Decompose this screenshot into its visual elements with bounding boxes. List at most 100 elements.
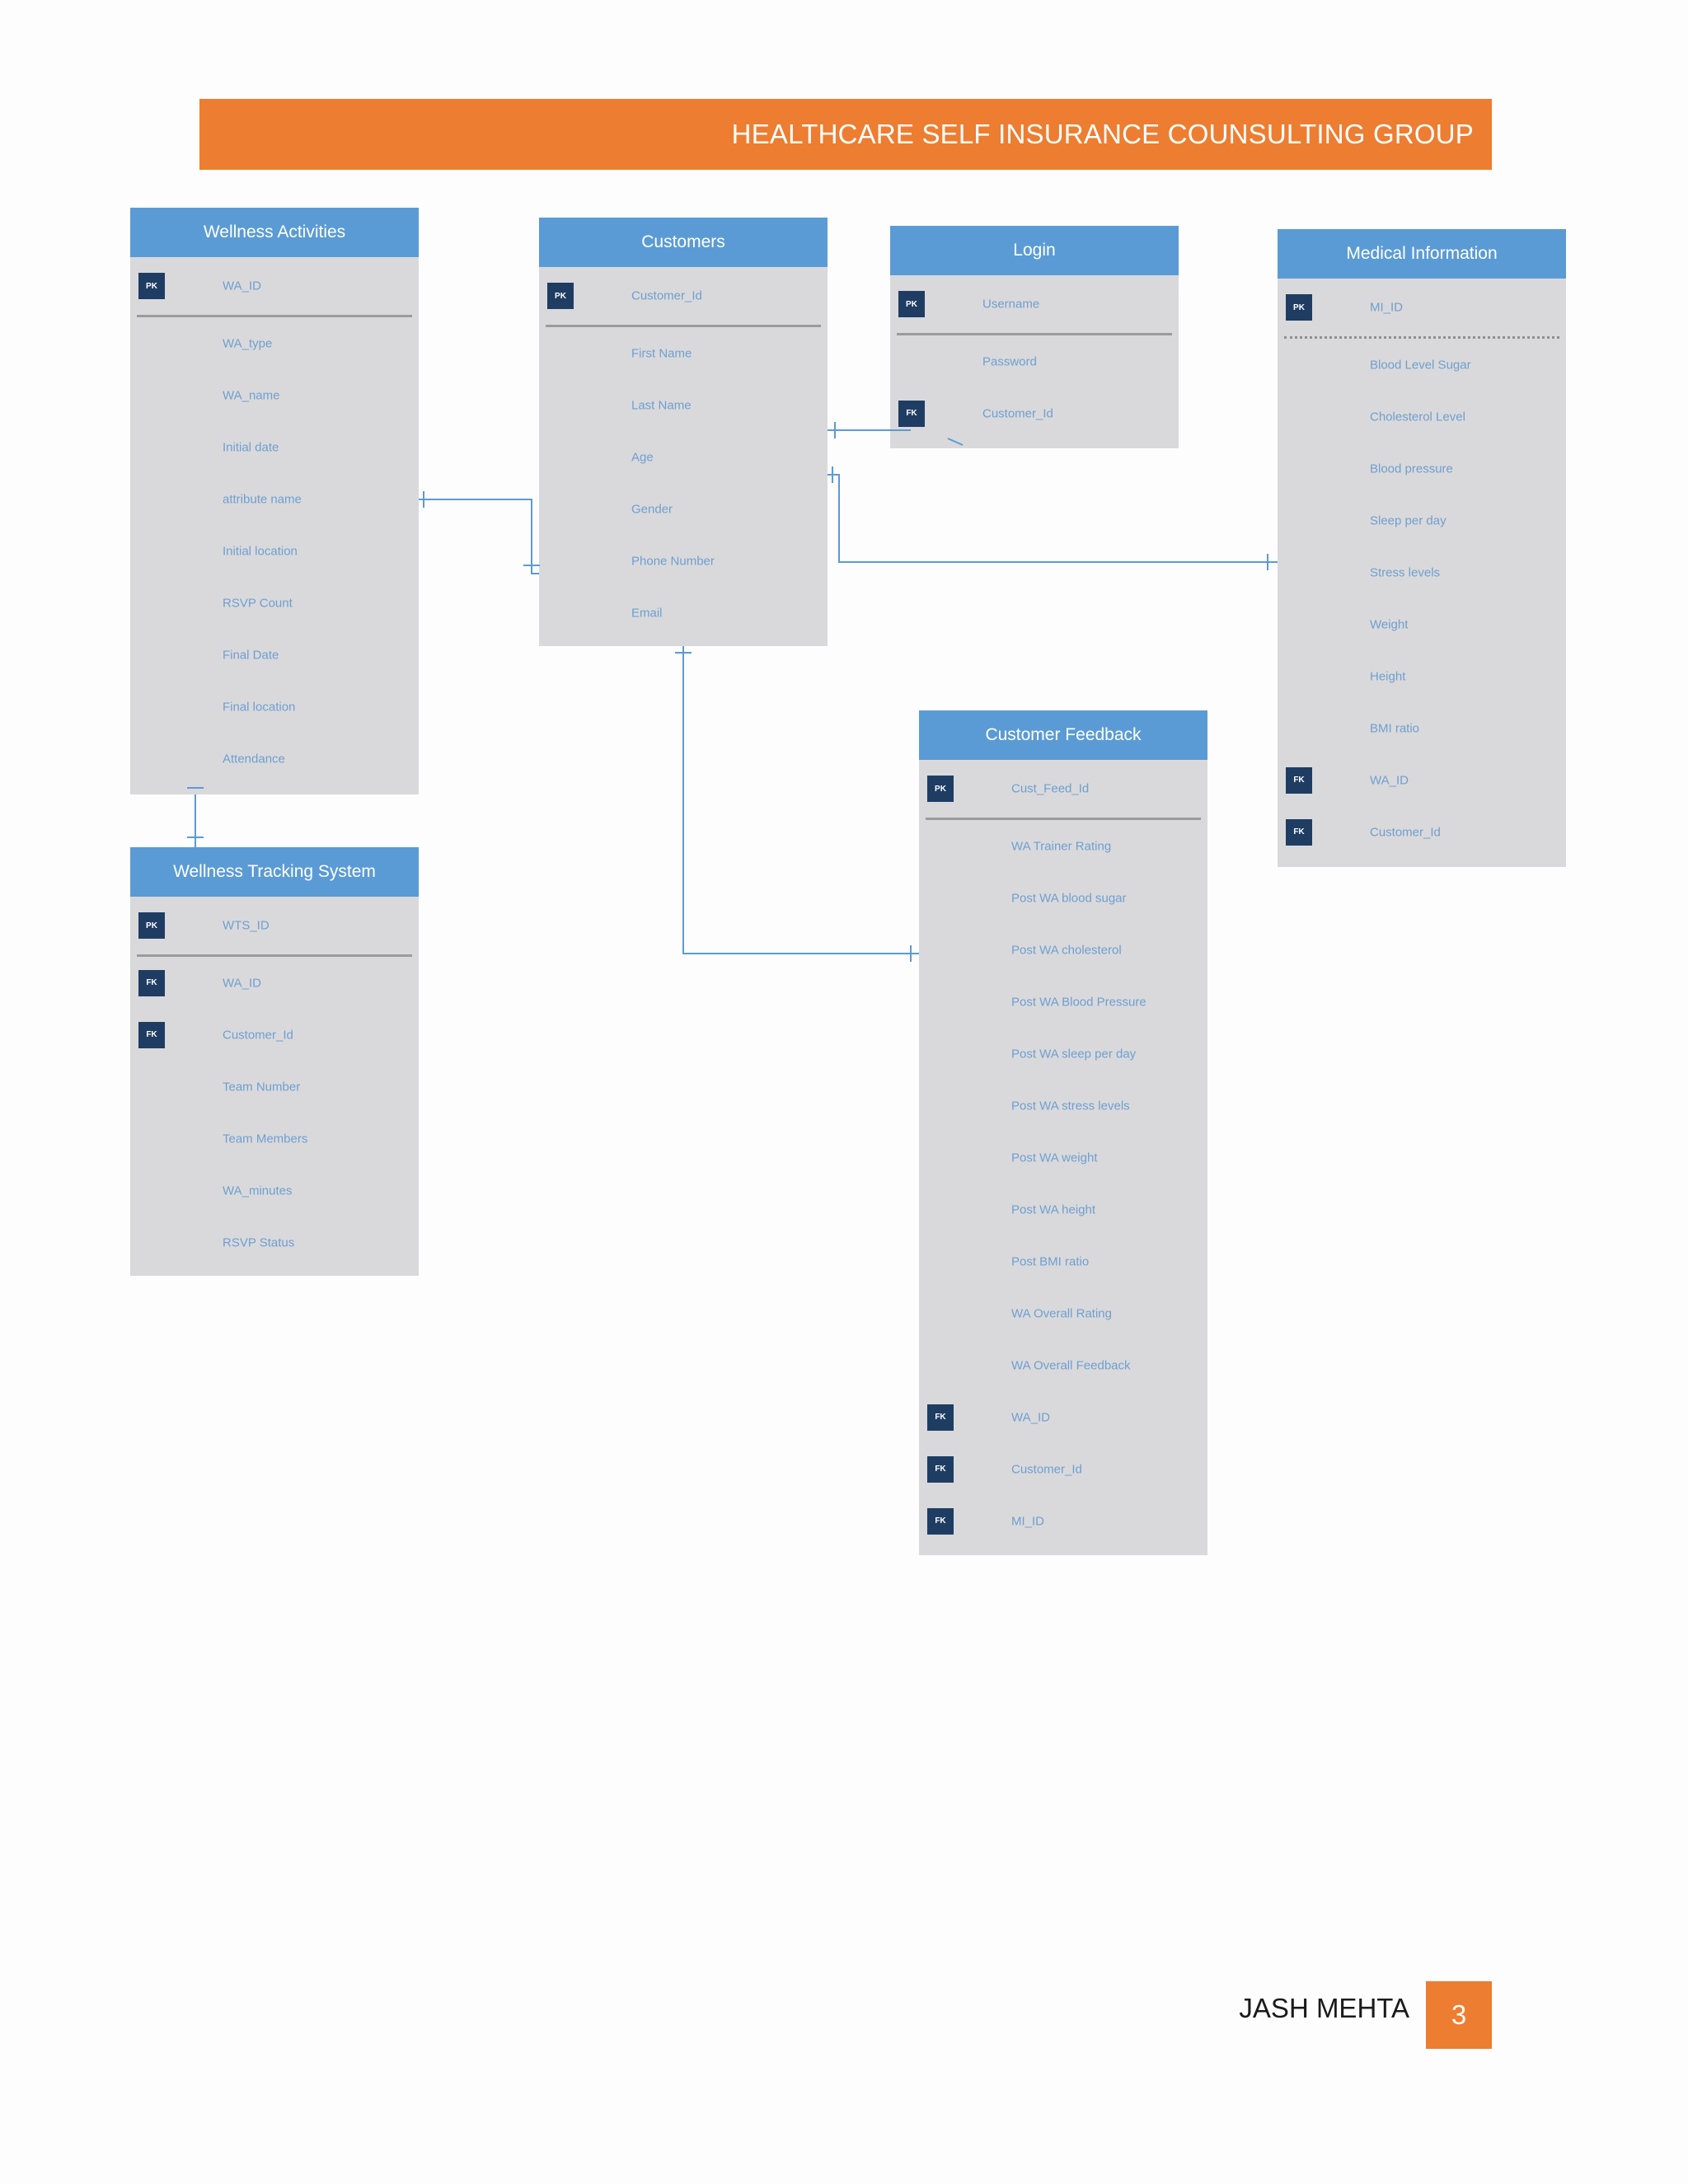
field-label: WA Trainer Rating bbox=[1011, 839, 1112, 853]
entity-title: Medical Information bbox=[1278, 229, 1566, 279]
entity-title: Wellness Activities bbox=[130, 208, 419, 257]
foreign-key-row: FK WA_ID bbox=[919, 1391, 1207, 1443]
entity-customer-feedback: Customer Feedback PK Cust_Feed_Id WA Tra… bbox=[919, 710, 1207, 1555]
field-row: Stress levels bbox=[1278, 546, 1566, 598]
field-label: Last Name bbox=[631, 398, 692, 412]
divider bbox=[137, 954, 412, 957]
primary-key-row: PK Cust_Feed_Id bbox=[919, 760, 1207, 818]
field-row: WA_minutes bbox=[130, 1165, 419, 1216]
field-row: Height bbox=[1278, 650, 1566, 702]
foreign-key-row: FK Customer_Id bbox=[1278, 806, 1566, 858]
field-row: Age bbox=[539, 431, 828, 483]
field-row: WA_name bbox=[130, 369, 419, 421]
entity-title: Customer Feedback bbox=[919, 710, 1207, 760]
field-row: Weight bbox=[1278, 598, 1566, 650]
field-label: Gender bbox=[631, 502, 673, 516]
foreign-key-icon: FK bbox=[1286, 766, 1312, 794]
field-row: Gender bbox=[539, 483, 828, 535]
field-label: Height bbox=[1370, 669, 1406, 683]
field-label: Attendance bbox=[223, 752, 285, 766]
field-label: Post WA height bbox=[1011, 1202, 1095, 1216]
foreign-key-icon: FK bbox=[927, 1404, 954, 1431]
entity-wellness-activities: Wellness Activities PK WA_ID WA_type WA_… bbox=[130, 208, 419, 794]
field-label: Blood Level Sugar bbox=[1370, 358, 1471, 372]
field-row: Initial location bbox=[130, 525, 419, 577]
field-label: WA_minutes bbox=[223, 1183, 293, 1197]
primary-key-row: PK Customer_Id bbox=[539, 267, 828, 325]
entity-wellness-tracking-system: Wellness Tracking System PK WTS_ID FK WA… bbox=[130, 847, 419, 1276]
foreign-key-icon: FK bbox=[138, 969, 165, 996]
primary-key-icon: PK bbox=[547, 283, 574, 309]
field-row: BMI ratio bbox=[1278, 702, 1566, 754]
field-label: Post BMI ratio bbox=[1011, 1254, 1090, 1268]
field-row: attribute name bbox=[130, 473, 419, 525]
field-row: WA Trainer Rating bbox=[919, 820, 1207, 872]
field-label: MI_ID bbox=[1370, 300, 1404, 315]
connector-customers-medical-information bbox=[828, 474, 1278, 563]
field-row: Post WA cholesterol bbox=[919, 924, 1207, 976]
field-label: RSVP Status bbox=[223, 1235, 295, 1249]
field-label: WA_ID bbox=[1370, 773, 1409, 787]
field-label: Post WA cholesterol bbox=[1011, 943, 1122, 957]
field-row: Post BMI ratio bbox=[919, 1235, 1207, 1287]
field-label: Post WA stress levels bbox=[1011, 1099, 1130, 1113]
primary-key-row: PK WTS_ID bbox=[130, 897, 419, 954]
field-row: Post WA Blood Pressure bbox=[919, 976, 1207, 1028]
field-label: Initial location bbox=[223, 544, 298, 558]
field-label: Final location bbox=[223, 700, 296, 714]
field-row: Post WA blood sugar bbox=[919, 872, 1207, 924]
field-row: RSVP Count bbox=[130, 577, 419, 629]
field-label: Password bbox=[982, 354, 1037, 368]
field-row: Blood pressure bbox=[1278, 443, 1566, 494]
divider bbox=[926, 818, 1201, 820]
foreign-key-row: FK Customer_Id bbox=[919, 1443, 1207, 1495]
field-label: WA_ID bbox=[223, 976, 261, 990]
field-label: WA Overall Rating bbox=[1011, 1306, 1112, 1320]
divider bbox=[897, 333, 1172, 335]
foreign-key-icon: FK bbox=[898, 400, 925, 427]
field-row: Team Members bbox=[130, 1113, 419, 1165]
primary-key-row: PK Username bbox=[890, 275, 1179, 333]
field-label: Username bbox=[982, 297, 1040, 312]
field-label: Initial date bbox=[223, 440, 279, 454]
connector-customers-customer-feedback bbox=[682, 646, 919, 954]
field-label: RSVP Count bbox=[223, 596, 293, 610]
field-label: Final Date bbox=[223, 648, 279, 662]
field-label: WA_name bbox=[223, 388, 280, 402]
primary-key-icon: PK bbox=[898, 291, 925, 317]
field-label: BMI ratio bbox=[1370, 721, 1420, 735]
primary-key-icon: PK bbox=[927, 776, 954, 802]
field-row: Final location bbox=[130, 681, 419, 733]
entity-customers: Customers PK Customer_Id First Name Last… bbox=[539, 218, 828, 646]
field-label: Customer_Id bbox=[1370, 825, 1441, 839]
field-label: Customer_Id bbox=[223, 1028, 293, 1042]
field-label: Phone Number bbox=[631, 554, 715, 568]
field-row: Email bbox=[539, 587, 828, 639]
entity-title: Wellness Tracking System bbox=[130, 847, 419, 897]
primary-key-row: PK MI_ID bbox=[1278, 279, 1566, 336]
divider bbox=[546, 325, 821, 327]
field-row: Attendance bbox=[130, 733, 419, 785]
field-row: WA_type bbox=[130, 317, 419, 369]
field-row: Initial date bbox=[130, 421, 419, 473]
foreign-key-icon: FK bbox=[927, 1455, 954, 1483]
field-row: Team Number bbox=[130, 1061, 419, 1113]
field-label: Email bbox=[631, 606, 663, 620]
field-label: WTS_ID bbox=[223, 918, 270, 933]
field-label: Post WA blood sugar bbox=[1011, 891, 1127, 905]
field-label: Cholesterol Level bbox=[1370, 410, 1465, 424]
field-row: Post WA height bbox=[919, 1183, 1207, 1235]
field-row: Final Date bbox=[130, 629, 419, 681]
field-label: Post WA Blood Pressure bbox=[1011, 995, 1146, 1009]
foreign-key-row: FK MI_ID bbox=[919, 1495, 1207, 1547]
field-row: Post WA stress levels bbox=[919, 1080, 1207, 1132]
document-header: HEALTHCARE SELF INSURANCE COUNSULTING GR… bbox=[199, 99, 1492, 170]
footer-author: JASH MEHTA bbox=[1239, 1993, 1409, 2023]
foreign-key-icon: FK bbox=[1286, 818, 1312, 846]
primary-key-icon: PK bbox=[1286, 294, 1312, 321]
entity-title: Customers bbox=[539, 218, 828, 267]
field-label: Customer_Id bbox=[982, 406, 1053, 420]
field-row: Cholesterol Level bbox=[1278, 391, 1566, 443]
field-label: Team Members bbox=[223, 1132, 308, 1146]
field-row: Password bbox=[890, 335, 1179, 387]
